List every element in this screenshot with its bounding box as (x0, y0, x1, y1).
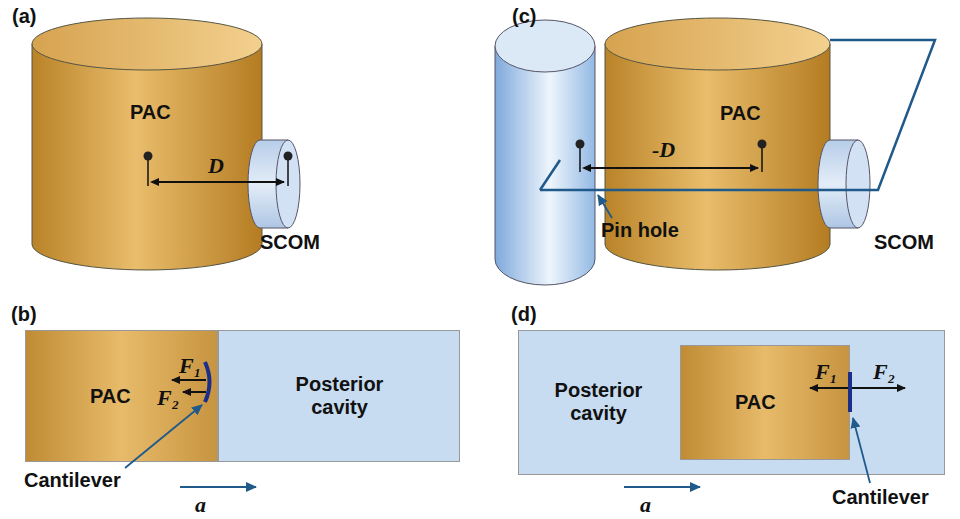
node-text: PAC (720, 102, 761, 125)
cantilever-b (125, 362, 256, 487)
acceleration-label: a (195, 492, 206, 517)
panel-label: (d) (511, 303, 537, 326)
pin-hole-plane (540, 40, 935, 218)
panel-label: (c) (512, 5, 536, 28)
node-text: Posterior cavity (282, 373, 397, 419)
cantilever-d (624, 372, 905, 487)
posterior-cavity: Posterior cavity (218, 330, 460, 462)
scom-cylinder-outline (248, 140, 300, 228)
force-label: F₂ (157, 385, 179, 410)
scom-cylinder-outline (818, 140, 870, 228)
pac-cylinder: PAC (32, 18, 262, 270)
distance-marker (144, 152, 293, 187)
panel-label: (b) (11, 303, 37, 326)
pac-cylinder-outline (32, 18, 262, 270)
dimension-label: -D (652, 137, 675, 162)
node-text: PAC (735, 391, 776, 414)
pac-block: PAC (25, 330, 218, 462)
part-label: Cantilever (24, 469, 121, 492)
node-text: SCOM (874, 231, 934, 254)
node-text: PAC (130, 101, 171, 124)
posterior-cavity: Posterior cavity PAC (518, 330, 945, 475)
force-label: F₁ (179, 353, 201, 378)
acceleration-label: a (640, 492, 651, 517)
blue-cylinder (495, 20, 595, 285)
part-label: Cantilever (832, 486, 929, 509)
node-text: PAC (90, 385, 131, 408)
scom-cylinder: SCOM (248, 140, 300, 228)
node-text: Posterior cavity (541, 379, 656, 425)
part-label: Pin hole (601, 219, 679, 242)
scom-cylinder: SCOM (818, 140, 870, 228)
node-text: SCOM (260, 231, 320, 254)
panel-label: (a) (12, 5, 36, 28)
dimension-label: D (208, 153, 224, 178)
force-label: F₂ (873, 359, 895, 384)
force-label: F₁ (815, 359, 837, 384)
